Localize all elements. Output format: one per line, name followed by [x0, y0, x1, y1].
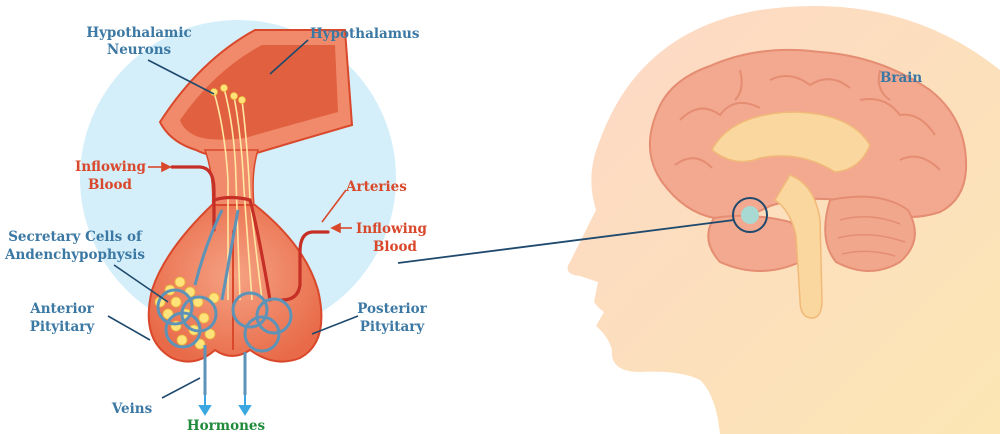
cerebellum: [824, 195, 916, 272]
label-anterior-pituitary-2: Pityitary: [30, 319, 96, 335]
label-posterior-pituitary-2: Pityitary: [360, 319, 426, 335]
hormone-arrows: [198, 395, 252, 416]
label-arteries: Arteries: [345, 179, 407, 195]
pituitary-zoom-circle: [732, 197, 768, 233]
label-inflowing-blood-left-2: Blood: [88, 177, 133, 193]
temporal-lobe: [707, 214, 806, 272]
label-secretary-cells-2: Andenchypophysis: [4, 247, 145, 263]
label-inflowing-blood-left-1: Inflowing: [75, 159, 147, 175]
label-inflowing-blood-right-2: Blood: [373, 239, 418, 255]
label-hypothalamus: Hypothalamus: [310, 26, 420, 42]
label-hypothalamic-neurons-2: Neurons: [107, 42, 172, 58]
label-hypothalamic-neurons-1: Hypothalamic: [86, 25, 191, 41]
pituitary-highlight-fill: [741, 206, 759, 224]
brain: [648, 48, 968, 319]
brainstem: [773, 174, 823, 319]
leader-lines: [107, 39, 359, 399]
red-pointer-arrows: [148, 161, 352, 234]
corpus-callosum: [711, 111, 871, 173]
veins-network: [156, 209, 293, 395]
arteries: [170, 165, 330, 302]
pituitary-gland: [147, 204, 323, 363]
label-inflowing-blood-right-1: Inflowing: [356, 221, 428, 237]
label-anterior-pituitary-1: Anterior: [29, 301, 94, 317]
neuron-fibers: [213, 87, 263, 301]
label-hormones: Hormones: [187, 418, 266, 434]
label-veins: Veins: [111, 401, 153, 417]
label-brain: Brain: [880, 70, 922, 86]
label-secretary-cells-1: Secretary Cells of: [8, 229, 143, 245]
label-posterior-pituitary-1: Posterior: [357, 301, 427, 317]
zoom-connector-line: [397, 219, 735, 264]
cerebellum-folds: [837, 216, 906, 257]
brain-gyri: [674, 69, 941, 171]
